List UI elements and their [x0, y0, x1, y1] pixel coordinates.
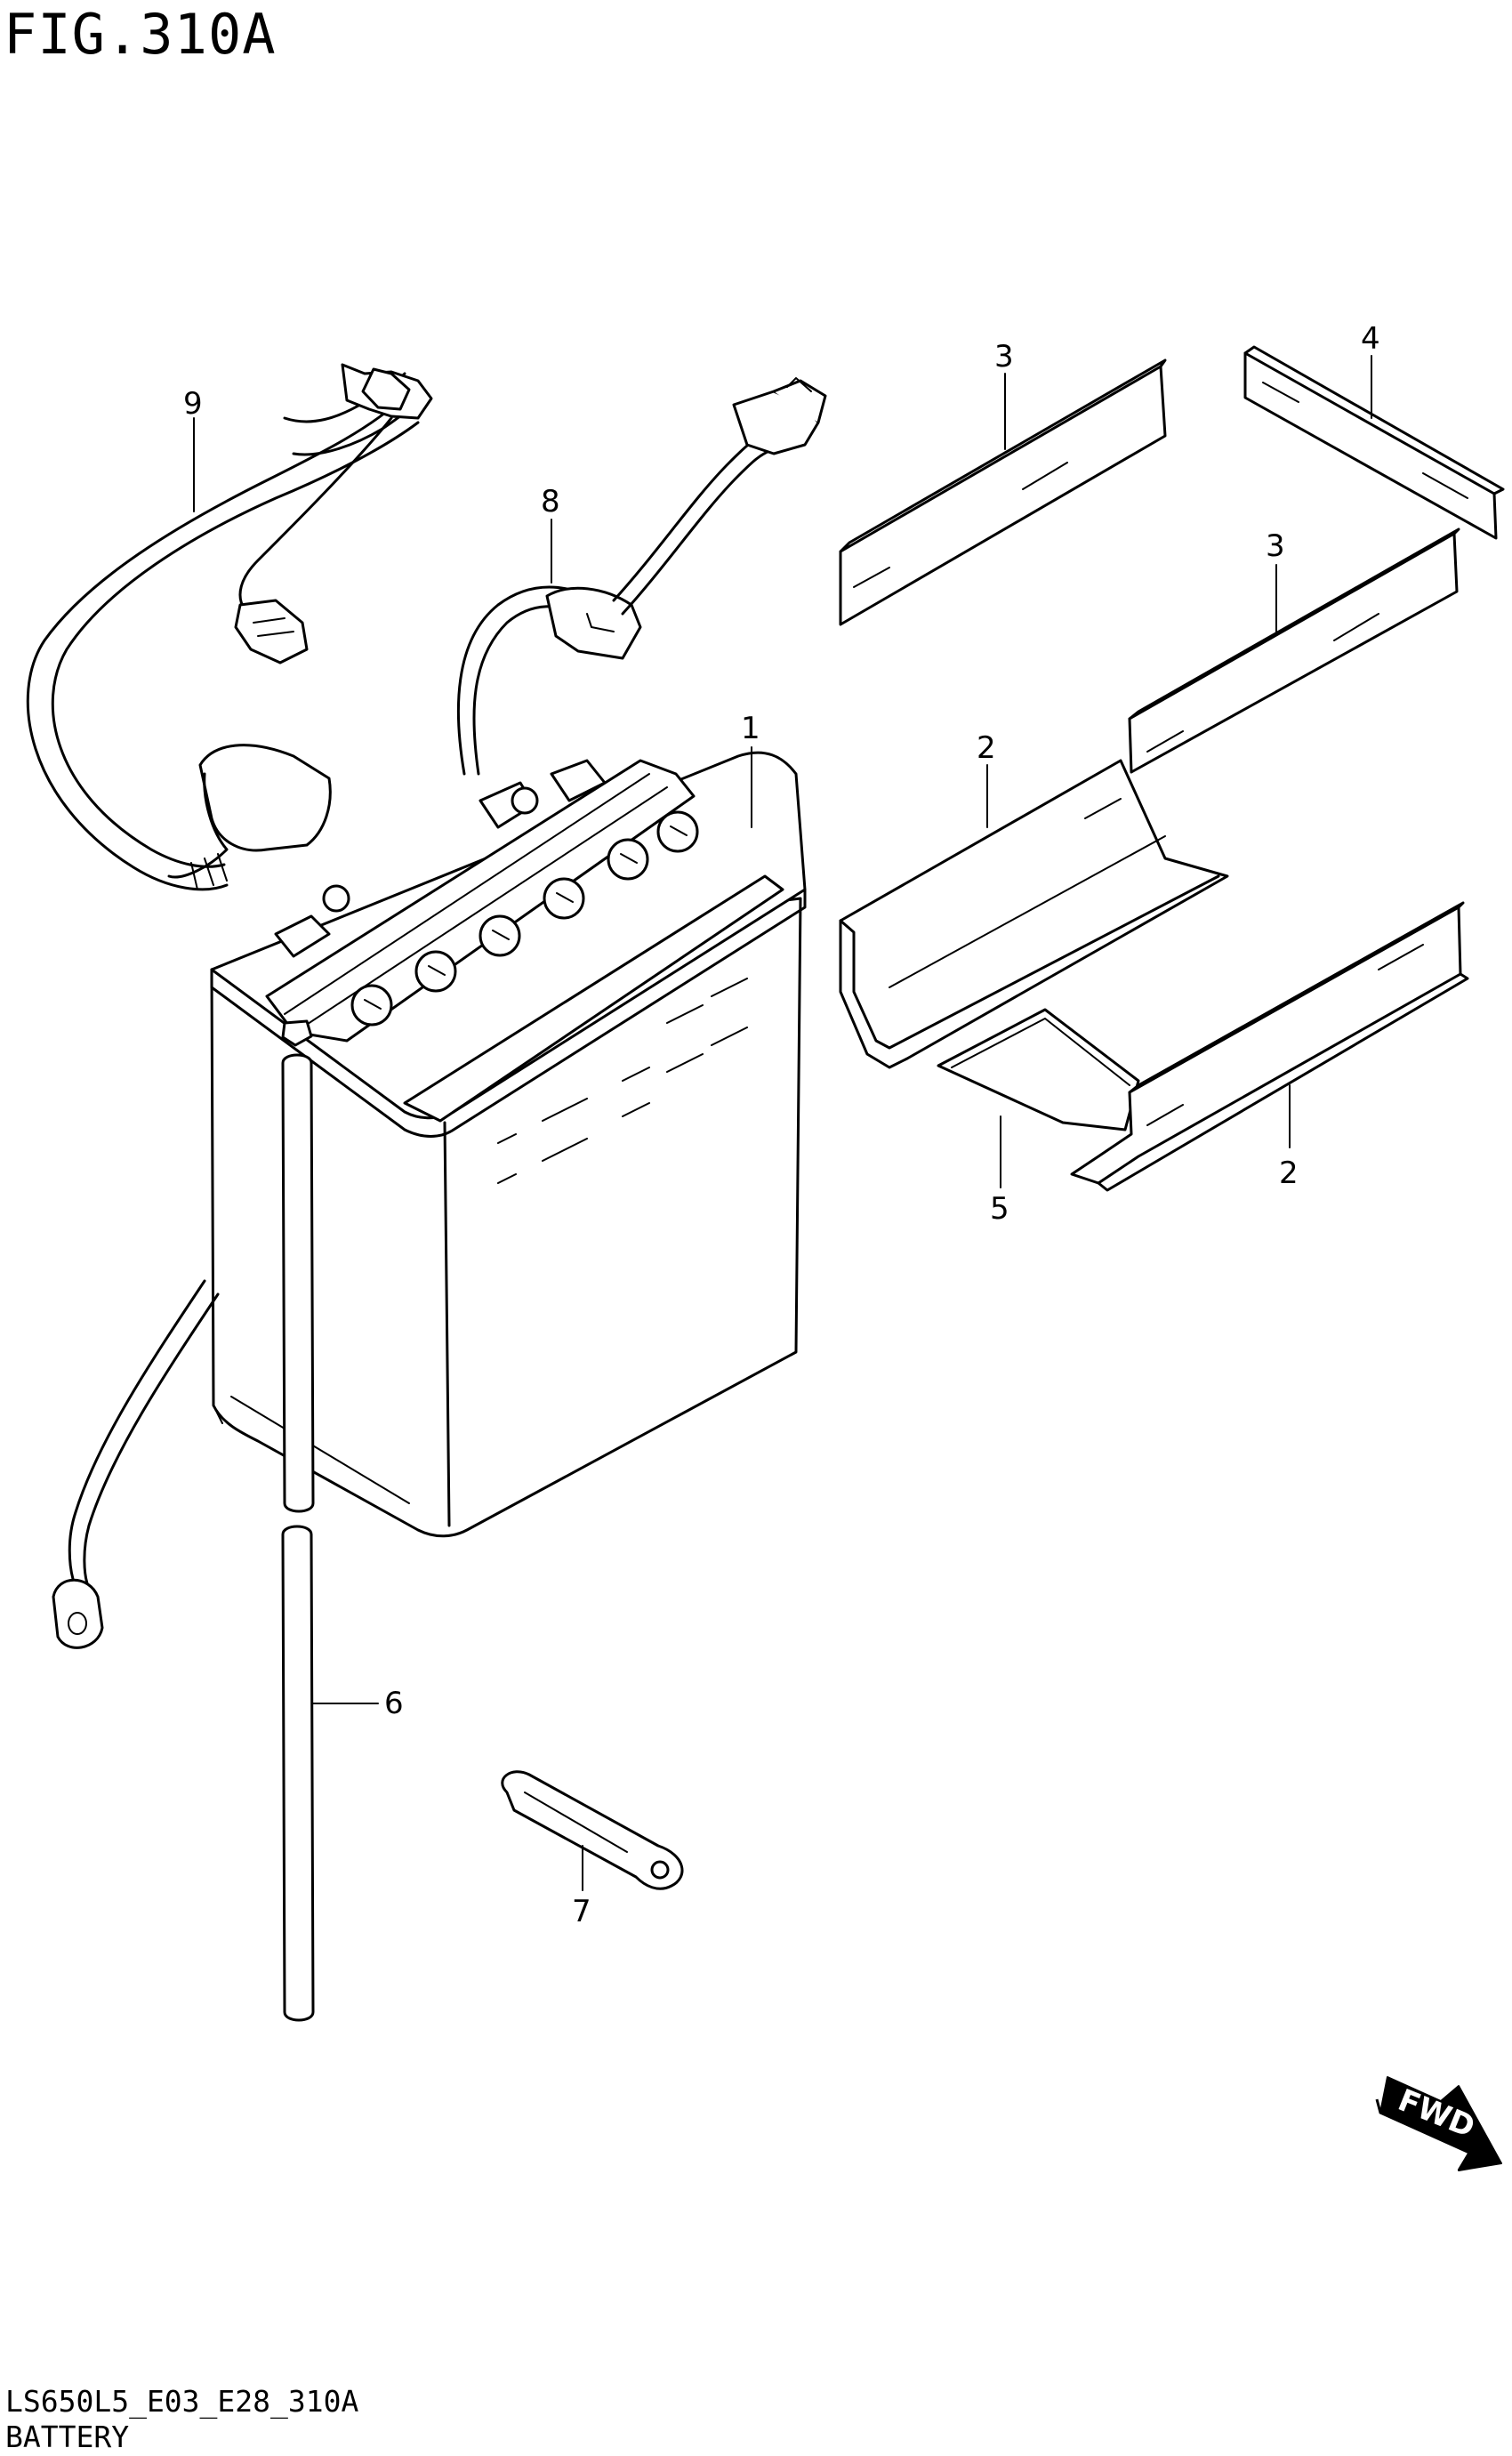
fwd-arrow-icon: FWD: [1375, 2076, 1502, 2171]
bracket-part-2-right: [1070, 901, 1469, 1192]
breather-hose-part-6: [52, 1053, 315, 2022]
cushion-part-4: [1243, 345, 1505, 540]
bracket-part-2-left: [839, 759, 1229, 1069]
callout-label-3-mid: 3: [1266, 528, 1285, 564]
callout-label-1: 1: [741, 711, 760, 746]
battery-part-1: [210, 751, 807, 1538]
callout-label-2-left: 2: [977, 730, 996, 766]
figure-code: LS650L5_E03_E28_310A: [5, 2384, 359, 2419]
cushion-part-3-mid: [1128, 527, 1460, 774]
callout-label-5: 5: [990, 1191, 1009, 1227]
callout-part-4: 4: [1361, 321, 1380, 419]
battery-band-part-7: [501, 1770, 684, 1890]
callout-part-5: 5: [990, 1115, 1009, 1227]
callout-part-9: 9: [183, 386, 203, 512]
callout-label-9: 9: [183, 386, 203, 422]
callout-label-4: 4: [1361, 321, 1380, 357]
callout-label-6: 6: [384, 1686, 404, 1721]
callout-part-8: 8: [541, 484, 560, 584]
lead-wire-part-8: [456, 377, 827, 776]
plate-part-5: [937, 1008, 1140, 1131]
callout-part-2-right: 2: [1279, 1084, 1299, 1191]
callout-part-3-top: 3: [994, 339, 1014, 450]
figure-name: BATTERY: [5, 2420, 130, 2454]
callout-part-2-left: 2: [977, 730, 996, 828]
battery-cable-part-9: [26, 363, 433, 891]
callout-label-7: 7: [572, 1894, 591, 1929]
callout-label-2-right: 2: [1279, 1156, 1299, 1191]
figure-title: FIG.310A: [4, 2, 277, 67]
cushion-part-3-top: [839, 358, 1167, 626]
callout-label-3-top: 3: [994, 339, 1014, 374]
callout-part-3-mid: 3: [1266, 528, 1285, 632]
callout-part-7: 7: [572, 1845, 591, 1929]
callout-part-6: 6: [312, 1686, 404, 1721]
callout-label-8: 8: [541, 484, 560, 519]
callout-part-1: 1: [741, 711, 760, 828]
